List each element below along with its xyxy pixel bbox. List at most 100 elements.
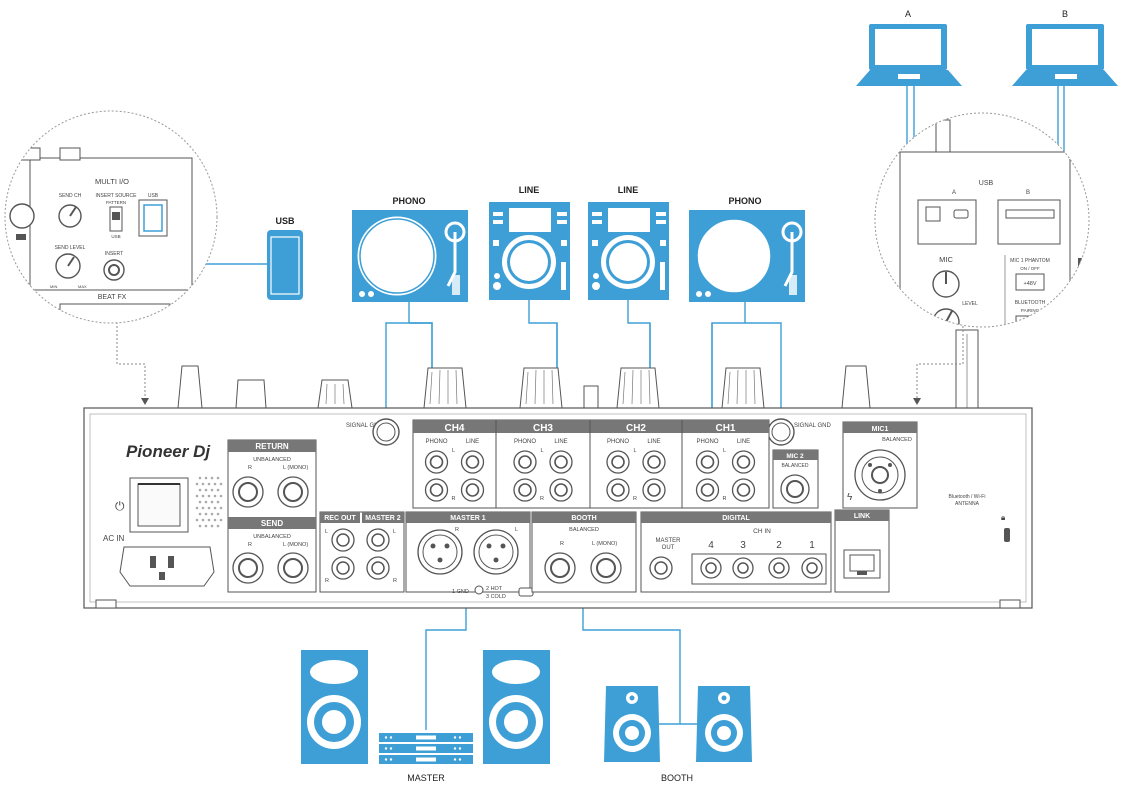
rec-out-r: R xyxy=(325,578,329,584)
mic1-title: MIC1 xyxy=(872,426,889,433)
line-l-jack-ring xyxy=(736,455,751,469)
digital-master-out-2: OUT xyxy=(662,545,675,551)
digital-title: DIGITAL xyxy=(722,515,750,522)
phono-l-jack-ring xyxy=(611,455,625,469)
link-panel: LINK xyxy=(834,509,890,593)
zoom-right-circle: USB A B MIC LEVEL MIC 1 PHANTOM ON / OFF… xyxy=(874,112,1090,328)
laptop-a-icon xyxy=(856,24,962,86)
master-label: MASTER xyxy=(407,773,445,783)
digital-master-out-1: MASTER xyxy=(655,538,681,544)
line-l-jack-ring xyxy=(647,455,661,469)
channel-r-label: R xyxy=(540,496,544,502)
antenna-label-1: Bluetooth / Wi-Fi xyxy=(949,494,986,500)
phono-r-jack-ring xyxy=(611,483,625,497)
phono-l-jack-ring xyxy=(429,455,444,469)
channel-r-label: R xyxy=(723,496,727,502)
lightning-icon: ϟ xyxy=(847,492,853,503)
mixer-rear-panel: Pioneer Dj ⏻ AC IN SI xyxy=(83,329,1033,609)
booth-monitor-right-icon xyxy=(696,686,752,762)
digital-ch-number: 1 xyxy=(809,540,815,551)
zoom-left-insert-source: INSERT SOURCE xyxy=(96,193,138,199)
usb-device-label: USB xyxy=(275,216,295,226)
return-r-label: R xyxy=(248,465,252,471)
zoom-left-circle: MULTI I/O SEND CH INSERT SOURCE PATTERN … xyxy=(4,110,218,324)
zoom-right-usb: USB xyxy=(979,180,994,187)
send-r-label: R xyxy=(248,542,252,548)
line-r-jack-ring xyxy=(736,483,751,497)
booth-label: BOOTH xyxy=(661,773,693,783)
channel-title: CH4 xyxy=(444,423,464,434)
send-sub: UNBALANCED xyxy=(253,534,291,540)
zoom-left-pattern: PATTERN xyxy=(106,200,126,205)
zoom-right-on-off: ON / OFF xyxy=(1020,266,1040,271)
power-switch: ⏻ xyxy=(115,477,189,533)
turntable-right-icon xyxy=(689,210,805,302)
line-r-jack-ring xyxy=(465,483,480,497)
usb-port-b xyxy=(997,199,1061,245)
zoom-right-phantom: MIC 1 PHANTOM xyxy=(1010,258,1050,264)
ac-in-label: AC IN xyxy=(103,534,125,543)
line-r-jack-ring xyxy=(647,483,661,497)
master2-l: L xyxy=(393,529,396,535)
laptop-a-label: A xyxy=(905,9,911,19)
channel-phono-label: PHONO xyxy=(696,439,718,445)
phantom-power-button xyxy=(1015,273,1045,291)
booth-sub: BALANCED xyxy=(569,527,599,533)
player-left-icon xyxy=(489,202,570,300)
send-l-label: L (MONO) xyxy=(283,542,308,548)
channel-phono-label: PHONO xyxy=(425,439,447,445)
channel-phono-label: PHONO xyxy=(514,439,536,445)
phono-r-jack-ring xyxy=(429,483,444,497)
rec-out-title: REC OUT xyxy=(324,515,356,522)
brand-logo: Pioneer Dj xyxy=(126,442,211,461)
rec-out-master2-panel: REC OUT MASTER 2 L R L R xyxy=(319,511,405,593)
antenna-label-2: ANTENNA xyxy=(955,501,980,507)
link-title: LINK xyxy=(854,513,870,520)
master-speaker-left-icon xyxy=(301,650,368,764)
master1-pin-gnd: 1 GND xyxy=(452,589,469,595)
mic2-panel: MIC 2 BALANCED xyxy=(772,449,819,509)
channel-l-label: L xyxy=(723,448,726,454)
mic1-panel: MIC1 BALANCED ϟ xyxy=(842,421,918,509)
master1-title: MASTER 1 xyxy=(450,515,486,522)
channel-l-label: L xyxy=(633,448,636,454)
return-send-panel: RETURN UNBALANCED R L (MONO) SEND UNBALA… xyxy=(227,439,317,593)
channel-r-label: R xyxy=(633,496,637,502)
turntable-right-label: PHONO xyxy=(728,196,761,206)
turntable-left-label: PHONO xyxy=(392,196,425,206)
mic2-sub: BALANCED xyxy=(782,463,809,469)
zoom-left-send-ch: SEND CH xyxy=(59,193,82,199)
line-r-jack-ring xyxy=(554,483,568,497)
channel-line-label: LINE xyxy=(554,439,567,445)
channel-title: CH3 xyxy=(533,423,553,434)
signal-gnd-right-label: SIGNAL GND xyxy=(794,423,831,429)
booth-r: R xyxy=(560,541,564,547)
zoom-right-mic: MIC xyxy=(939,255,953,264)
zoom-left-min: MIN xyxy=(50,284,57,289)
phono-r-jack-ring xyxy=(518,483,532,497)
mic-level-knob xyxy=(932,308,960,327)
mic2-title: MIC 2 xyxy=(786,453,804,460)
digital-ch-number: 2 xyxy=(776,540,782,551)
channel-l-label: L xyxy=(452,448,455,454)
zoom-left-max: MAX xyxy=(78,284,87,289)
player-left-label: LINE xyxy=(519,185,540,195)
send-title: SEND xyxy=(261,519,283,528)
zoom-right-port-b: B xyxy=(1026,190,1030,196)
channel-line-label: LINE xyxy=(466,439,479,445)
signal-gnd-right xyxy=(767,418,795,446)
turntable-left-icon xyxy=(352,210,468,302)
booth-l: L (MONO) xyxy=(592,541,617,547)
digital-panel: DIGITAL MASTER OUT CH IN 4 3 2 1 xyxy=(640,511,832,593)
player-right-icon xyxy=(588,202,669,300)
zoom-left-usb-label: USB xyxy=(148,193,159,199)
master1-r: R xyxy=(455,527,459,533)
zoom-right-port-a: A xyxy=(952,190,956,196)
booth-panel: BOOTH BALANCED R L (MONO) xyxy=(531,511,637,593)
channel-l-label: L xyxy=(540,448,543,454)
